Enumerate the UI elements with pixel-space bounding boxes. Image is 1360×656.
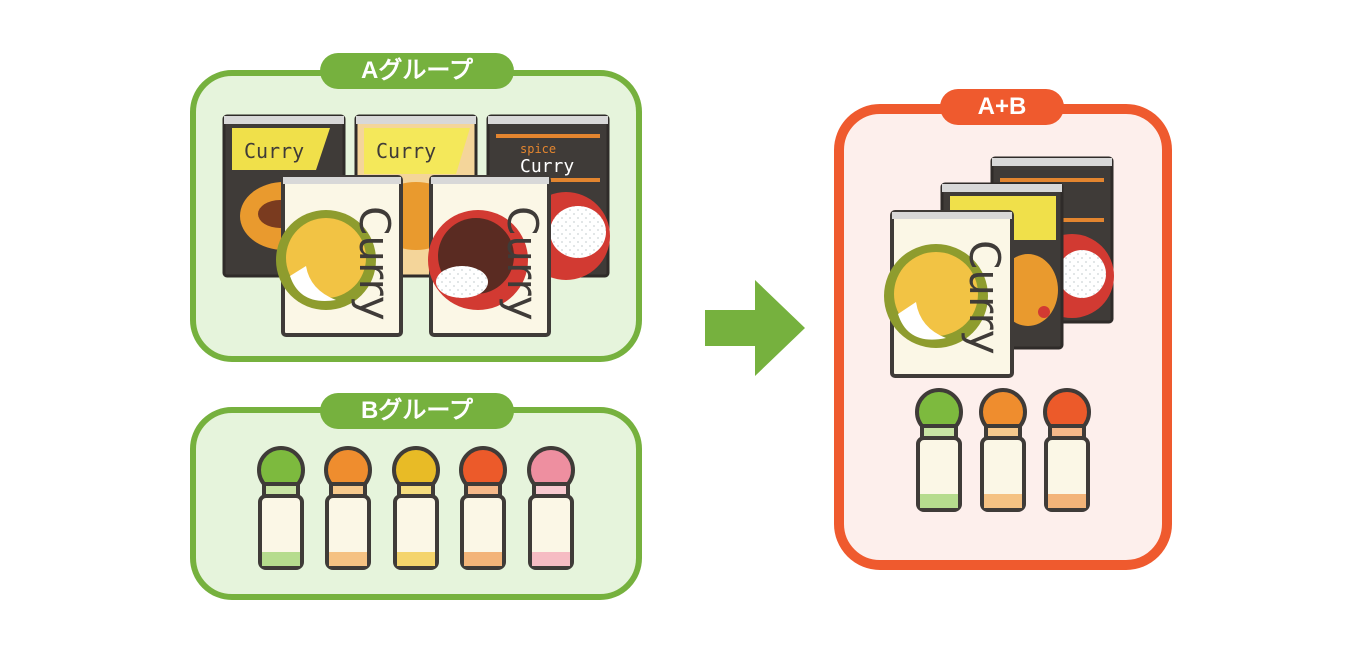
bottle-orange (324, 446, 372, 570)
curry-label: Curry (498, 206, 547, 321)
bottle-orange-ab (979, 388, 1027, 512)
curry-label: Curry (960, 240, 1009, 355)
curry-box-cream-green: Curry (276, 175, 403, 337)
bottle-pink (527, 446, 575, 570)
bottle-green-ab (915, 388, 963, 512)
bottle-red-ab (1043, 388, 1091, 512)
group-ab-label: A+B (940, 89, 1064, 125)
bottle-green (257, 446, 305, 570)
curry-label: Curry (520, 156, 574, 177)
bottle-yellow (392, 446, 440, 570)
curry-label: Curry (376, 139, 436, 163)
arrow-right-icon (705, 280, 805, 376)
bottle-red (459, 446, 507, 570)
curry-label: Curry (244, 139, 304, 163)
curry-label: Curry (350, 206, 399, 321)
curry-box-cream-green-ab: Curry (884, 210, 1014, 378)
spice-label: spice (520, 142, 556, 156)
group-a-label: Aグループ (320, 53, 514, 89)
curry-box-cream-red: Curry (428, 175, 551, 337)
group-b-label: Bグループ (320, 393, 514, 429)
